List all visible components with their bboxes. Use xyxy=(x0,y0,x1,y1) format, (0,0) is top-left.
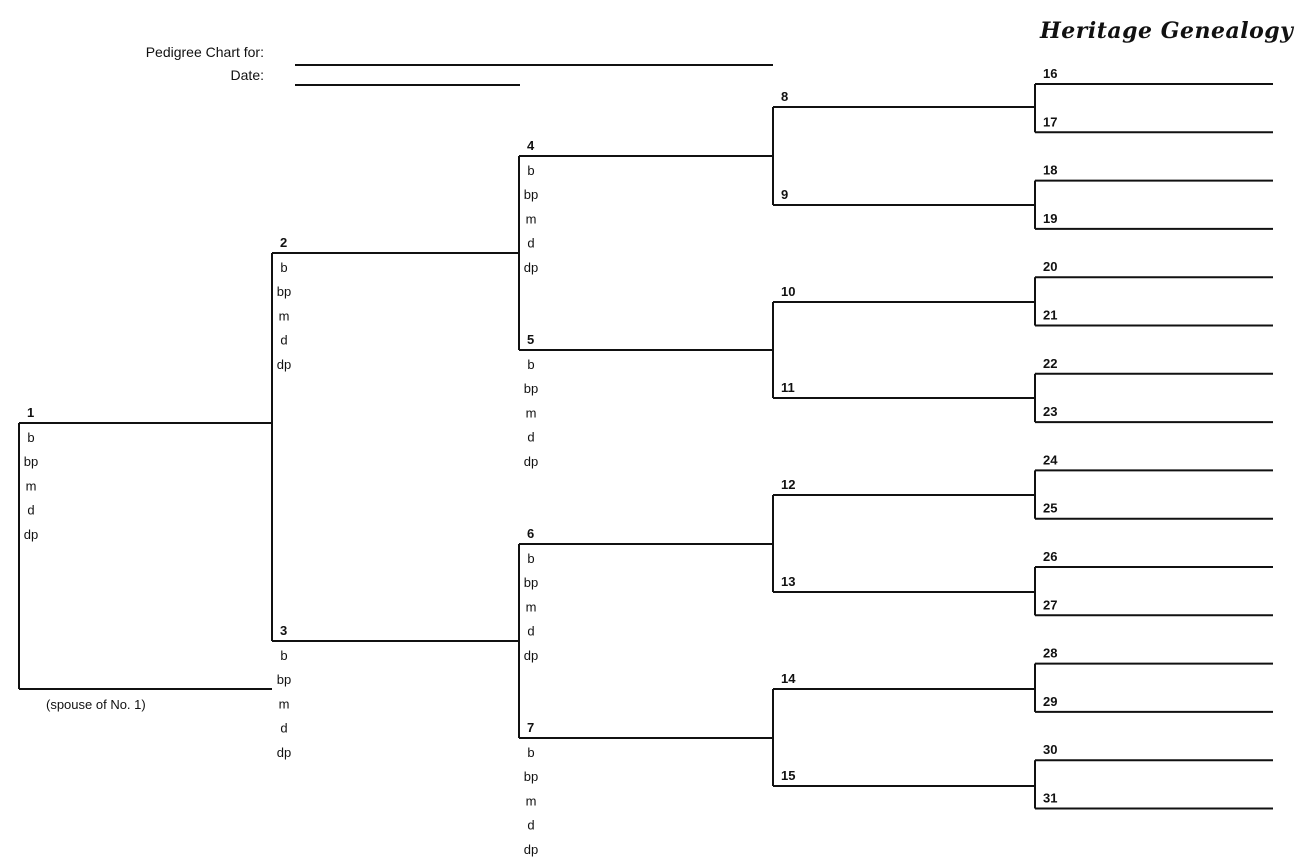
person-11-number: 11 xyxy=(781,380,795,395)
person-1-field-d: d xyxy=(27,503,34,518)
person-9-number: 9 xyxy=(781,187,788,202)
person-15-number: 15 xyxy=(781,768,795,783)
person-1-field-bp: bp xyxy=(24,454,38,469)
person-5-field-bp: bp xyxy=(524,381,538,396)
person-12-number: 12 xyxy=(781,477,795,492)
person-7-number: 7 xyxy=(527,720,534,735)
person-29-number: 29 xyxy=(1043,694,1057,709)
brand-logo: Heritage Genealogy xyxy=(1040,18,1294,44)
chart-for-label: Pedigree Chart for: xyxy=(145,44,264,60)
person-1-field-dp: dp xyxy=(24,527,38,542)
person-23-number: 23 xyxy=(1043,404,1057,419)
person-6-number: 6 xyxy=(527,526,534,541)
person-2-field-dp: dp xyxy=(277,357,291,372)
person-7-field-dp: dp xyxy=(524,842,538,857)
person-24-number: 24 xyxy=(1043,452,1058,467)
person-3-number: 3 xyxy=(280,623,287,638)
date-label: Date: xyxy=(230,67,264,83)
person-3-field-b: b xyxy=(280,648,287,663)
person-4-field-b: b xyxy=(527,163,534,178)
person-5-field-d: d xyxy=(527,430,534,445)
person-6-field-b: b xyxy=(527,551,534,566)
person-8-number: 8 xyxy=(781,89,788,104)
person-6-field-dp: dp xyxy=(524,648,538,663)
person-7-field-b: b xyxy=(527,745,534,760)
person-4-number: 4 xyxy=(527,138,535,153)
person-6-field-d: d xyxy=(527,624,534,639)
person-1-field-m: m xyxy=(26,478,37,493)
person-19-number: 19 xyxy=(1043,211,1057,226)
person-2-field-m: m xyxy=(279,308,290,323)
person-1-number: 1 xyxy=(27,405,34,420)
person-1-field-b: b xyxy=(27,430,34,445)
person-5-field-b: b xyxy=(527,357,534,372)
person-7-field-bp: bp xyxy=(524,769,538,784)
person-18-number: 18 xyxy=(1043,163,1057,178)
person-17-number: 17 xyxy=(1043,114,1057,129)
person-3-field-dp: dp xyxy=(277,745,291,760)
person-2-field-bp: bp xyxy=(277,284,291,299)
person-31-number: 31 xyxy=(1043,791,1057,806)
person-2-field-b: b xyxy=(280,260,287,275)
person-16-number: 16 xyxy=(1043,66,1057,81)
person-10-number: 10 xyxy=(781,284,795,299)
person-4-field-m: m xyxy=(526,211,537,226)
person-3-field-bp: bp xyxy=(277,672,291,687)
person-2-number: 2 xyxy=(280,235,287,250)
person-4-field-dp: dp xyxy=(524,260,538,275)
person-3-field-m: m xyxy=(279,696,290,711)
person-5-field-dp: dp xyxy=(524,454,538,469)
person-2-field-d: d xyxy=(280,333,287,348)
person-20-number: 20 xyxy=(1043,259,1057,274)
person-28-number: 28 xyxy=(1043,646,1057,661)
person-3-field-d: d xyxy=(280,721,287,736)
person-5-number: 5 xyxy=(527,332,534,347)
person-7-field-d: d xyxy=(527,818,534,833)
person-30-number: 30 xyxy=(1043,742,1057,757)
person-22-number: 22 xyxy=(1043,356,1057,371)
person-13-number: 13 xyxy=(781,574,795,589)
person-6-field-m: m xyxy=(526,599,537,614)
person-6-field-bp: bp xyxy=(524,575,538,590)
person-7-field-m: m xyxy=(526,793,537,808)
person-4-field-bp: bp xyxy=(524,187,538,202)
person-25-number: 25 xyxy=(1043,501,1057,516)
spouse-note: (spouse of No. 1) xyxy=(46,697,146,712)
person-21-number: 21 xyxy=(1043,308,1057,323)
person-27-number: 27 xyxy=(1043,597,1057,612)
person-5-field-m: m xyxy=(526,405,537,420)
person-4-field-d: d xyxy=(527,236,534,251)
person-14-number: 14 xyxy=(781,671,796,686)
person-26-number: 26 xyxy=(1043,549,1057,564)
